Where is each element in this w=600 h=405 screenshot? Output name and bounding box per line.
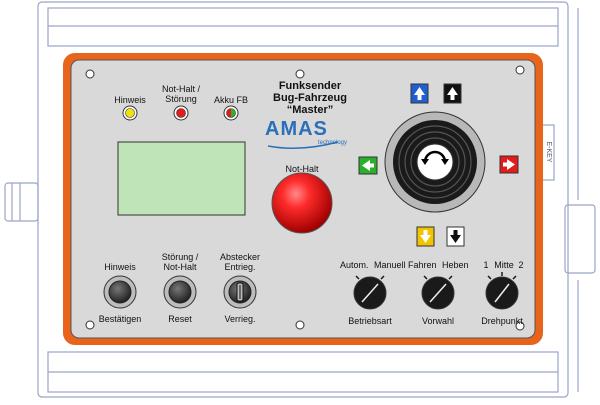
lock-bottom-label: Verrieg. bbox=[224, 314, 256, 324]
logo-subtitle: technology bbox=[318, 140, 348, 146]
emergency-stop-button bbox=[271, 172, 333, 234]
confirm-top-label: Hinweis bbox=[104, 262, 136, 272]
lamp-red-icon bbox=[173, 105, 189, 121]
indicator-label-not-halt: Not-Halt / Störung bbox=[161, 84, 200, 104]
arrow-right-red-icon bbox=[499, 155, 519, 174]
confirm-button[interactable] bbox=[104, 276, 136, 308]
preselect-right-label: Heben bbox=[442, 260, 469, 270]
mode-selector-icon bbox=[353, 275, 387, 310]
title-line-1: Funksender bbox=[278, 80, 342, 92]
arrow-down-white-icon bbox=[446, 226, 465, 247]
mode-selector[interactable] bbox=[354, 277, 386, 309]
mode-left-label: Autom. bbox=[340, 260, 369, 270]
pivot-right-label: 2 bbox=[518, 260, 524, 270]
preselect-bottom-label: Vorwahl bbox=[421, 316, 455, 326]
arrow-up-blue-icon bbox=[410, 83, 429, 104]
title-line-2: Bug-Fahrzeug bbox=[273, 92, 347, 104]
reset-button-icon bbox=[163, 275, 197, 309]
preselect-selector-icon bbox=[421, 275, 455, 310]
preselect-left-label: Fahren bbox=[408, 260, 437, 270]
reset-top-label: Störung / Not-Halt bbox=[161, 252, 199, 272]
logo-text: AMAS bbox=[265, 118, 328, 140]
pivot-selector[interactable] bbox=[486, 277, 518, 309]
indicator-label-akku: Akku FB bbox=[213, 95, 248, 105]
device-title: Funksender Bug-Fahrzeug “Master” bbox=[235, 80, 385, 116]
lcd-display bbox=[117, 141, 246, 216]
screws bbox=[85, 65, 525, 331]
lock-switch[interactable] bbox=[224, 276, 256, 308]
pivot-mid-label: Mitte bbox=[494, 260, 514, 270]
lamp-yellow-icon bbox=[122, 105, 138, 121]
joystick-hit[interactable] bbox=[385, 112, 485, 212]
reset-bottom-label: Reset bbox=[168, 314, 192, 324]
title-line-3: “Master” bbox=[286, 104, 334, 116]
lamp-red-green-icon bbox=[223, 105, 239, 121]
amas-logo-icon bbox=[267, 141, 339, 149]
mode-right-label: Manuell bbox=[374, 260, 406, 270]
pivot-bottom-label: Drehpunkt bbox=[481, 316, 523, 326]
confirm-button-icon bbox=[103, 275, 137, 309]
emergency-stop-label: Not-Halt bbox=[285, 164, 319, 174]
joystick-icon bbox=[384, 111, 486, 213]
arrow-down-yellow-icon bbox=[416, 226, 435, 247]
reset-button[interactable] bbox=[164, 276, 196, 308]
indicator-label-hinweis: Hinweis bbox=[114, 95, 146, 105]
confirm-bottom-label: Bestätigen bbox=[98, 314, 142, 324]
lock-top-label: Abstecker Entrieg. bbox=[219, 252, 261, 272]
arrow-left-green-icon bbox=[358, 156, 378, 175]
housing-outline bbox=[4, 1, 596, 398]
pivot-left-label: 1 bbox=[483, 260, 489, 270]
preselect-selector[interactable] bbox=[422, 277, 454, 309]
lock-switch-icon bbox=[223, 275, 257, 309]
mode-bottom-label: Betriebsart bbox=[348, 316, 392, 326]
side-tag: E-KEY bbox=[545, 141, 552, 163]
pivot-selector-icon bbox=[485, 272, 519, 310]
emergency-stop-button-hit[interactable] bbox=[272, 173, 332, 233]
arrow-up-black-icon bbox=[443, 83, 462, 104]
